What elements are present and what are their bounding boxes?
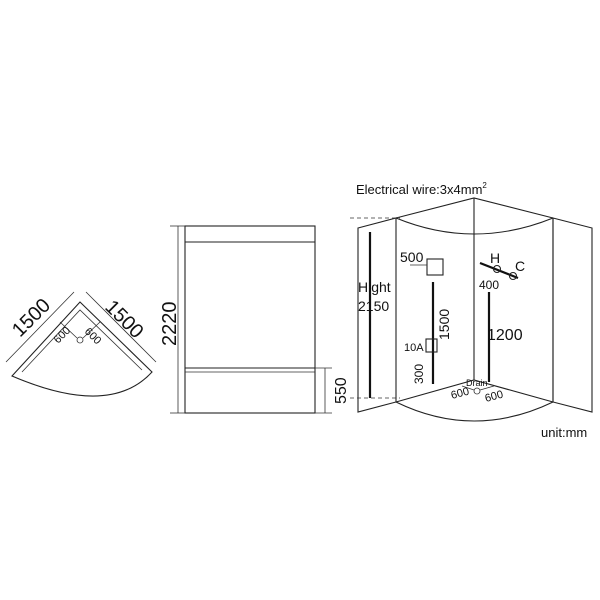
fuse-label: 10A [404, 342, 424, 354]
drain-right-label: 600 [484, 389, 505, 405]
iso-top-edge [395, 197, 554, 219]
plan-width-left: 1500 [8, 295, 55, 342]
plan-width-right: 1500 [100, 296, 147, 343]
electrical-box-icon [426, 258, 444, 276]
electrical-wire-label: Electrical wire:3x4mm2 [356, 181, 487, 197]
drain-icon [473, 387, 481, 395]
plan-outline [11, 301, 153, 397]
drain-label: Drain [466, 378, 488, 388]
iso-tray-back [395, 379, 554, 403]
iso-view: Electrical wire:3x4mm2 Hight 2150 500 15… [350, 181, 593, 422]
valve-bar [479, 261, 519, 280]
plan-drain-left: 600 [52, 325, 73, 346]
plan-drain-icon [76, 336, 84, 344]
iso-top-curve [395, 217, 554, 235]
iso-left-panel [357, 217, 397, 413]
fuse-height-label: 300 [412, 364, 426, 384]
plan-dim-line-left [5, 291, 75, 363]
front-total-height: 2220 [159, 302, 181, 347]
plan-inner-outline [21, 309, 143, 373]
unit-label: unit:mm [541, 425, 587, 440]
front-outline [184, 225, 316, 414]
iso-height-value: 2150 [358, 298, 389, 314]
fuse-icon [425, 338, 438, 353]
plan-view: 1500 1500 600 600 [5, 291, 157, 397]
front-view: 2220 550 [159, 225, 350, 414]
drain-left-label: 600 [450, 386, 471, 402]
cold-valve-icon [508, 271, 518, 281]
hot-label: H [490, 250, 500, 266]
plan-dim-line-right [85, 291, 157, 363]
front-base-height: 550 [333, 377, 350, 404]
plan-drain-right: 600 [82, 326, 103, 347]
iso-right-panel [552, 217, 593, 413]
iso-height-label: Hight [358, 279, 391, 295]
box-height-label: 1500 [436, 309, 452, 340]
valve-height-label: 1200 [487, 327, 523, 344]
iso-tray-front [395, 401, 554, 422]
valve-spacing-label: 400 [479, 278, 499, 292]
electrical-box-label: 500 [400, 249, 424, 265]
cold-label: C [515, 258, 525, 274]
hot-valve-icon [492, 264, 502, 274]
